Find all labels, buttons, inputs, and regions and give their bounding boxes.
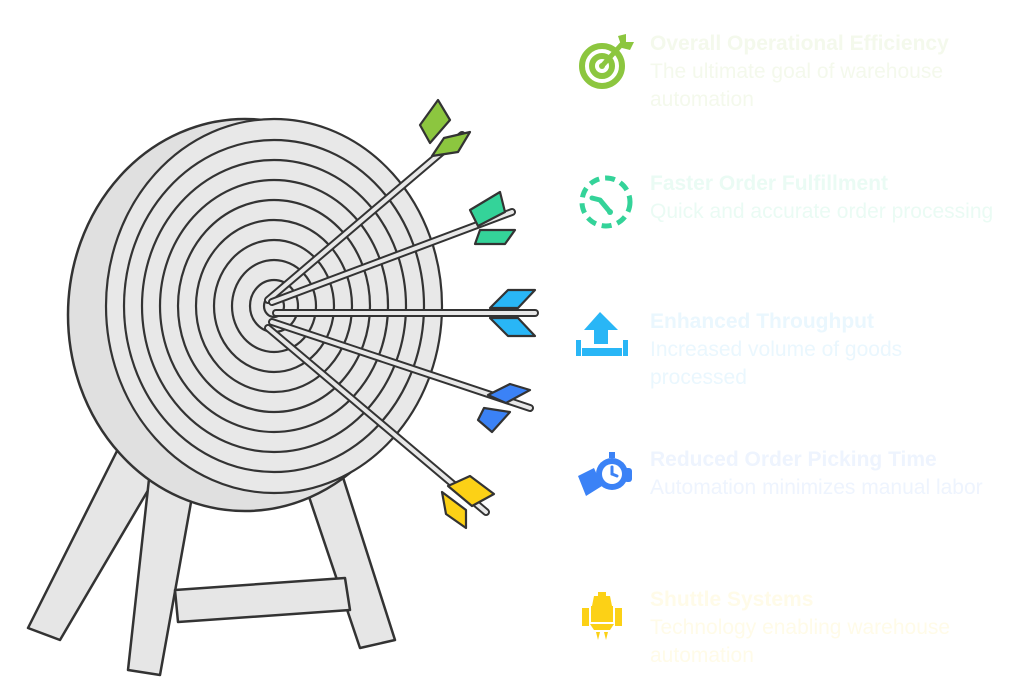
list-item-shuttle-systems: Shuttle Systems Technology enabling ware… [576,586,1016,696]
item-description: Technology enabling warehouse automation [650,616,951,667]
target-stand [26,443,397,677]
item-title: Enhanced Throughput [650,310,874,333]
item-description: Automation minimizes manual labor [650,476,983,499]
rocket-icon [582,592,622,640]
target-icon [579,34,634,89]
item-title: Faster Order Fulfillment [650,172,889,195]
arrow-yellow [264,324,496,530]
arrow-green-light [264,98,472,304]
hand-timer-icon [578,452,632,496]
item-description: Increased volume of goods processed [650,338,903,389]
item-description: Quick and accurate order processing [650,200,994,223]
arrow-green [268,190,517,306]
stopwatch-icon [579,175,633,229]
list-item-operational-efficiency: Overall Operational Efficiency The ultim… [576,30,1016,140]
arrow-blue [268,318,534,434]
item-title: Reduced Order Picking Time [650,448,937,471]
arrow-cyan [272,288,539,338]
upload-arrow-icon [576,312,628,356]
item-description: The ultimate goal of warehouse automatio… [650,60,944,111]
item-title: Overall Operational Efficiency [650,32,949,55]
item-title: Shuttle Systems [650,588,814,611]
list-item-faster-order-fulfillment: Faster Order Fulfillment Quick and accur… [576,170,1016,280]
list-item-enhanced-throughput: Enhanced Throughput Increased volume of … [576,308,1016,418]
list-item-reduced-order-picking-time: Reduced Order Picking Time Automation mi… [576,446,1016,556]
